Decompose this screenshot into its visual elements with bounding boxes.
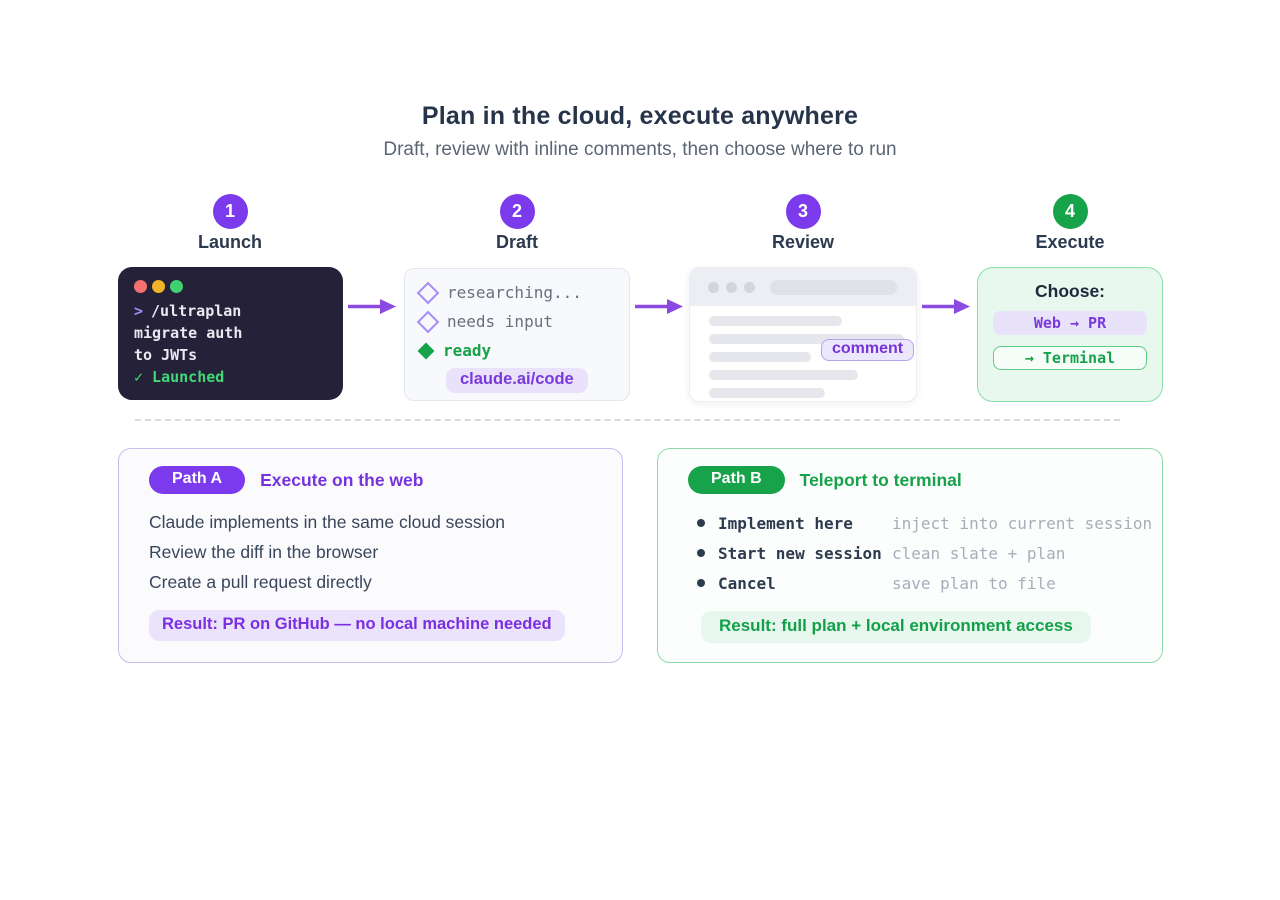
draft-status-item: needs input (416, 307, 629, 336)
browser-dot-icon (708, 281, 719, 293)
address-bar (770, 279, 897, 295)
option-description: inject into current session (892, 513, 1153, 533)
traffic-lights (134, 280, 343, 293)
skeleton-line (709, 370, 858, 380)
step-label: Draft (495, 232, 538, 252)
comment-badge: comment (821, 339, 915, 361)
path-a-header: Path A Execute on the web (149, 466, 622, 494)
draft-status-label: researching... (447, 283, 582, 302)
option-description: save plan to file (892, 573, 1056, 593)
arrow-right-icon (635, 299, 683, 314)
option-term: Start new session (718, 543, 882, 563)
terminal-option: → Terminal (993, 346, 1147, 370)
path-b-header: Path B Teleport to terminal (688, 466, 1162, 494)
option-description: clean slate + plan (892, 543, 1066, 563)
prompt-chevron: > (134, 302, 144, 320)
green-dot-icon (170, 280, 183, 293)
step-label: Review (771, 232, 835, 252)
step-review: 3 Review (733, 194, 873, 253)
launched-status: ✓ Launched (134, 368, 225, 386)
terminal-command-line: > /ultraplan (134, 300, 343, 322)
skeleton-line (709, 334, 904, 344)
terminal-command-line: migrate auth (134, 324, 243, 342)
draft-card: researching... needs input ready claude.… (404, 268, 630, 401)
option-term: Implement here (718, 513, 853, 533)
path-a-line: Create a pull request directly (149, 572, 372, 592)
draft-status-label: ready (443, 341, 492, 360)
arrow-right-icon (348, 299, 396, 314)
browser-dot-icon (726, 281, 737, 293)
path-a-line: Claude implements in the same cloud sess… (149, 512, 506, 532)
skeleton-line (709, 388, 825, 398)
path-a-badge: Path A (149, 466, 246, 494)
choose-heading: Choose: (1035, 281, 1105, 301)
diamond-outline-icon (416, 281, 440, 304)
path-b-heading: Teleport to terminal (799, 469, 962, 490)
path-a-result-badge: Result: PR on GitHub — no local machine … (149, 610, 565, 641)
step-label: Execute (1035, 232, 1105, 252)
skeleton-line (709, 316, 842, 326)
step-label: Launch (197, 232, 262, 252)
execute-card: Choose: Web → PR → Terminal (977, 267, 1163, 402)
step-number-badge: 3 (785, 194, 821, 229)
terminal-command-line: to JWTs (134, 346, 198, 364)
step-launch: 1 Launch (160, 194, 300, 253)
bullet-icon (697, 579, 705, 587)
bullet-icon (697, 519, 705, 527)
path-b-options: Implement here inject into current sessi… (688, 508, 1162, 598)
step-number-badge: 4 (1052, 194, 1088, 229)
web-pr-option: Web → PR (993, 311, 1147, 335)
step-number-badge: 2 (499, 194, 535, 229)
terminal-card: > /ultraplan migrate auth to JWTs ✓ Launc… (118, 267, 343, 400)
step-execute: 4 Execute (1000, 194, 1140, 253)
draft-status-item: researching... (416, 278, 629, 307)
option-term: Cancel (718, 573, 776, 593)
browser-dot-icon (744, 281, 755, 293)
path-b-result-badge: Result: full plan + local environment ac… (701, 611, 1091, 643)
page-subtitle: Draft, review with inline comments, then… (383, 139, 897, 160)
page-title: Plan in the cloud, execute anywhere (421, 102, 859, 130)
path-b-option: Start new session clean slate + plan (697, 538, 1162, 568)
diamond-outline-icon (416, 310, 440, 333)
path-b-badge: Path B (688, 466, 785, 494)
terminal-command: /ultraplan (151, 302, 242, 320)
path-a-card: Path A Execute on the web Claude impleme… (118, 448, 623, 663)
browser-topbar (690, 268, 916, 306)
yellow-dot-icon (152, 280, 165, 293)
draft-status-item: ready (417, 336, 629, 365)
path-a-heading: Execute on the web (260, 469, 424, 490)
path-b-card: Path B Teleport to terminal Implement he… (657, 448, 1163, 663)
diamond-filled-icon (417, 342, 435, 359)
path-a-description: Claude implements in the same cloud sess… (149, 507, 622, 597)
bullet-icon (697, 549, 705, 557)
dashed-divider (135, 419, 1120, 421)
skeleton-line (709, 352, 811, 362)
step-number-badge: 1 (212, 194, 248, 229)
path-a-line: Review the diff in the browser (149, 542, 379, 562)
red-dot-icon (134, 280, 147, 293)
draft-status-label: needs input (447, 312, 553, 331)
path-b-option: Implement here inject into current sessi… (697, 508, 1162, 538)
step-draft: 2 Draft (447, 194, 587, 253)
claude-ai-code-badge: claude.ai/code (446, 368, 588, 393)
browser-mockup-card: comment (689, 267, 917, 402)
path-b-option: Cancel save plan to file (697, 568, 1162, 598)
arrow-right-icon (922, 299, 970, 314)
browser-body: comment (690, 306, 916, 398)
